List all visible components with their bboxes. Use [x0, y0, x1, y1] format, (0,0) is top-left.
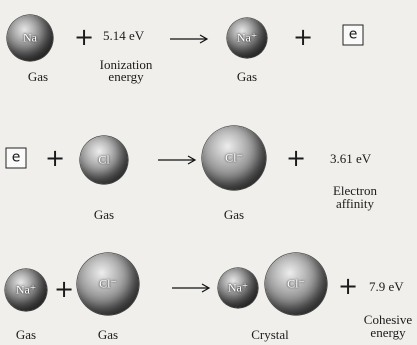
electron-label: e — [12, 150, 21, 166]
electron-box: e — [343, 25, 364, 46]
crystal-label: Crystal — [251, 328, 289, 341]
chlorine-atom-label: Cl — [98, 153, 109, 168]
chloride-ion-gas-label: Gas — [98, 328, 118, 341]
plus-sign: + — [293, 25, 313, 49]
crystal-sodium-ion: Na⁺ — [218, 268, 258, 308]
chloride-ion: Cl⁻ — [77, 253, 139, 315]
ionization-energy-value: 5.14 eV — [103, 29, 144, 42]
electron-label: e — [349, 27, 358, 43]
reaction-arrow — [172, 283, 212, 293]
chloride-ion-gas-label: Gas — [224, 208, 244, 221]
plus-sign: + — [338, 274, 358, 298]
chlorine-gas-label: Gas — [94, 208, 114, 221]
sodium-atom: Na — [7, 15, 53, 61]
sodium-gas-label: Gas — [28, 70, 48, 83]
plus-sign: + — [74, 25, 94, 49]
reaction-arrow — [170, 34, 210, 44]
reaction-arrow — [158, 155, 198, 165]
electron-affinity-value: 3.61 eV — [330, 152, 371, 165]
sodium-ion-label: Na⁺ — [16, 283, 36, 298]
plus-sign: + — [54, 277, 74, 301]
plus-sign: + — [45, 146, 65, 170]
cohesive-energy-value: 7.9 eV — [369, 280, 404, 293]
chloride-ion-label: Cl⁻ — [99, 277, 117, 292]
sodium-ion-gas-label: Gas — [16, 328, 36, 341]
ionization-energy-caption-line2: energy — [108, 70, 143, 83]
electron-affinity-caption-line2: affinity — [336, 197, 374, 210]
sodium-ion-label: Na⁺ — [237, 31, 257, 46]
crystal-chloride-ion: Cl⁻ — [265, 253, 327, 315]
chloride-ion-label: Cl⁻ — [225, 151, 243, 166]
electron-box: e — [6, 148, 27, 169]
sodium-ion: Na⁺ — [5, 269, 47, 311]
crystal-chloride-ion-label: Cl⁻ — [287, 277, 305, 292]
crystal-sodium-ion-label: Na⁺ — [228, 281, 248, 296]
sodium-atom-label: Na — [23, 31, 37, 46]
chlorine-atom: Cl — [80, 136, 128, 184]
plus-sign: + — [286, 146, 306, 170]
sodium-ion-gas-label: Gas — [237, 70, 257, 83]
cohesive-energy-caption-line2: energy — [370, 326, 405, 339]
sodium-ion: Na⁺ — [227, 18, 267, 58]
chloride-ion: Cl⁻ — [202, 126, 266, 190]
